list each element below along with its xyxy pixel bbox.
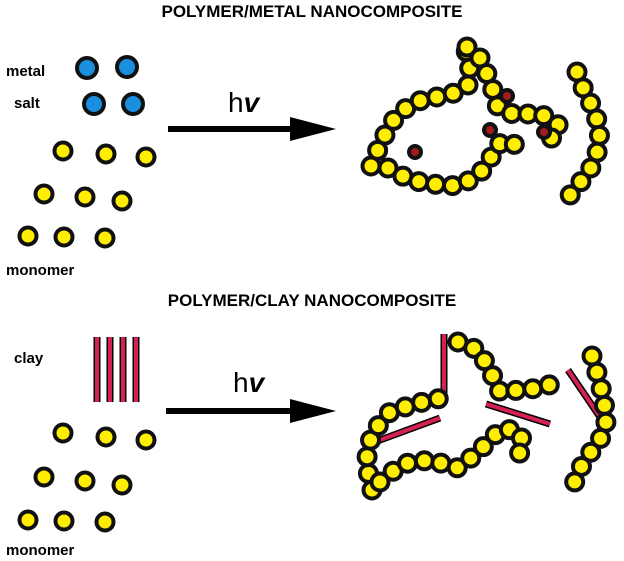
monomer-bead xyxy=(111,190,133,212)
metal-panel-title: POLYMER/METAL NANOCOMPOSITE xyxy=(162,2,463,21)
polymer-bead xyxy=(509,442,531,464)
polymer-bead xyxy=(408,171,430,193)
polymer-bead xyxy=(522,378,544,400)
monomer-bead xyxy=(135,429,157,451)
reaction-arrow-1 xyxy=(168,117,336,141)
monomer-bead xyxy=(94,511,116,533)
metal-panel: POLYMER/METAL NANOCOMPOSITE metal salt m… xyxy=(6,2,610,279)
monomer-bead xyxy=(111,474,133,496)
exfoliated-clay-platelets xyxy=(370,334,605,447)
monomer-bead xyxy=(53,226,75,248)
metal-salt-label-line2: salt xyxy=(14,95,40,112)
monomer-bead xyxy=(95,426,117,448)
monomer-bead xyxy=(17,225,39,247)
metal-nanoparticle xyxy=(499,88,515,104)
polymer-chains-2 xyxy=(356,331,617,501)
monomer-bead xyxy=(135,146,157,168)
polymer-bead xyxy=(503,133,525,155)
polymer-chains-1 xyxy=(360,36,610,206)
monomer-bead xyxy=(94,227,116,249)
polymer-bead xyxy=(538,374,560,396)
clay-platelet xyxy=(371,416,441,445)
metal-salt-label-line1: metal xyxy=(6,63,45,80)
polymer-bead xyxy=(564,471,586,493)
polymer-bead xyxy=(457,170,479,192)
polymer-bead xyxy=(397,452,419,474)
clay-platelet xyxy=(485,402,551,426)
monomer-bead xyxy=(33,466,55,488)
monomer-cluster-2 xyxy=(17,422,157,533)
monomer-label-1: monomer xyxy=(6,262,75,279)
polymer-bead xyxy=(374,124,396,146)
clay-panel: POLYMER/CLAY NANOCOMPOSITE clay monomer … xyxy=(6,291,617,559)
polymer-bead xyxy=(586,361,608,383)
polymer-bead xyxy=(580,157,602,179)
polymer-bead xyxy=(472,436,494,458)
monomer-bead xyxy=(95,143,117,165)
metal-nanoparticles xyxy=(407,88,552,160)
hv-label-2: hv xyxy=(233,367,266,398)
polymer-bead xyxy=(570,171,592,193)
clay-label: clay xyxy=(14,350,44,367)
polymer-bead xyxy=(590,427,612,449)
polymer-bead xyxy=(426,86,448,108)
polymer-bead xyxy=(456,36,478,58)
polymer-bead xyxy=(482,78,504,100)
polymer-bead xyxy=(356,446,378,468)
polymer-bead xyxy=(460,447,482,469)
metal-salt-particle xyxy=(75,56,99,80)
polymer-bead xyxy=(369,471,391,493)
metal-nanoparticle xyxy=(482,122,498,138)
metal-salt-particle xyxy=(115,55,139,79)
polymer-bead xyxy=(411,391,433,413)
polymer-bead xyxy=(427,388,449,410)
polymer-bead xyxy=(590,378,612,400)
polymer-bead xyxy=(446,457,468,479)
polymer-bead xyxy=(588,124,610,146)
monomer-bead xyxy=(52,140,74,162)
polymer-bead xyxy=(559,184,581,206)
monomer-bead xyxy=(17,509,39,531)
monomer-bead xyxy=(74,186,96,208)
clay-panel-title: POLYMER/CLAY NANOCOMPOSITE xyxy=(168,291,456,310)
monomer-bead xyxy=(33,183,55,205)
polymer-bead xyxy=(383,109,405,131)
polymer-bead xyxy=(425,173,447,195)
clay-platelets xyxy=(93,337,140,402)
monomer-label-2: monomer xyxy=(6,542,75,559)
monomer-bead xyxy=(74,470,96,492)
metal-nanoparticle xyxy=(536,124,552,140)
metal-salt-particle xyxy=(121,92,145,116)
polymer-bead xyxy=(367,415,389,437)
hv-label-1: hv xyxy=(228,87,261,118)
polymer-bead xyxy=(505,379,527,401)
polymer-bead xyxy=(593,394,615,416)
reaction-arrow-2 xyxy=(166,399,336,423)
polymer-bead xyxy=(580,441,602,463)
polymer-bead xyxy=(586,108,608,130)
metal-nanoparticle xyxy=(407,144,423,160)
metal-salt-particles xyxy=(75,55,145,116)
monomer-bead xyxy=(53,510,75,532)
polymer-bead xyxy=(471,160,493,182)
polymer-bead xyxy=(457,74,479,96)
monomer-bead xyxy=(52,422,74,444)
monomer-cluster-1 xyxy=(17,140,157,249)
metal-salt-particle xyxy=(82,92,106,116)
polymer-bead xyxy=(413,450,435,472)
polymer-bead xyxy=(409,90,431,112)
